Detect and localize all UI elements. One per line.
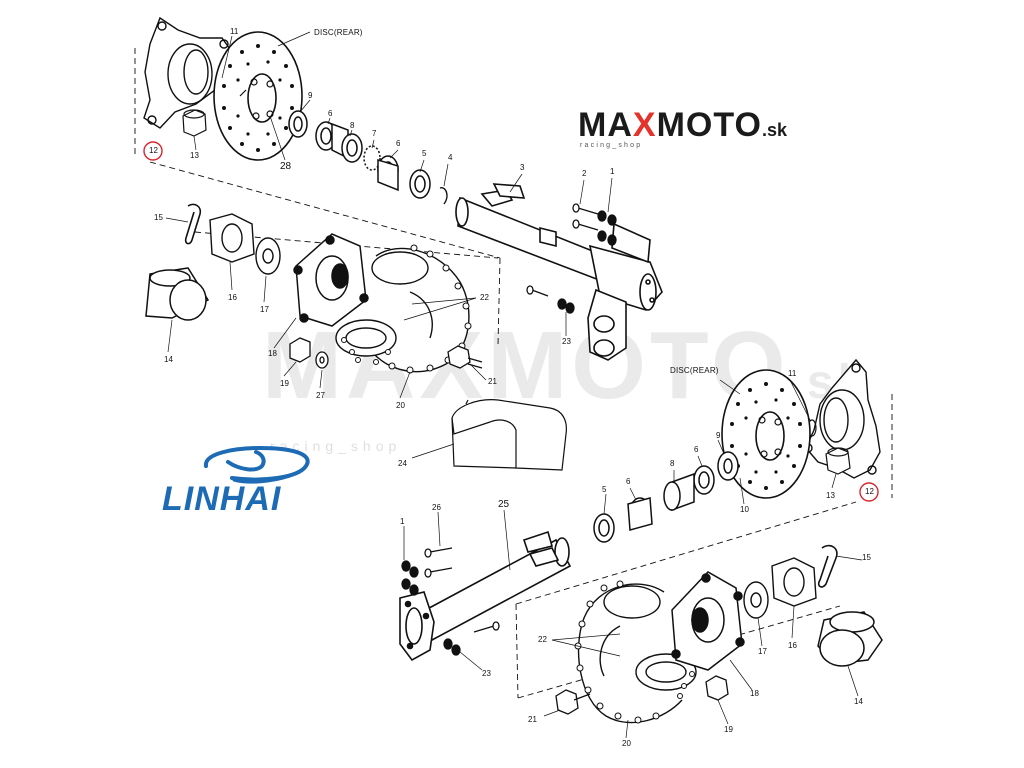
bottom-brake-disc xyxy=(721,369,811,499)
bottom-wheel-hub-18 xyxy=(671,571,745,671)
part-number-label: 22 xyxy=(538,635,547,644)
part-number-label: 11 xyxy=(788,369,797,378)
bottom-small-parts xyxy=(555,675,729,715)
part-number-label: 3 xyxy=(520,163,525,172)
top-disc-bolts xyxy=(239,78,274,120)
top-cotter-pin-15 xyxy=(184,203,202,245)
part-number-label: 13 xyxy=(190,151,199,160)
part-number-label: 6 xyxy=(626,477,631,486)
part-number-label: 20 xyxy=(396,401,405,410)
bottom-disc-bolts xyxy=(758,416,782,458)
part-number-label: 5 xyxy=(602,485,607,494)
part-number-label: 22 xyxy=(480,293,489,302)
disc-label-bottom: DISC(REAR) xyxy=(670,366,719,375)
part-number-label: 24 xyxy=(398,459,407,468)
part-number-label: 6 xyxy=(694,445,699,454)
top-cap-14 xyxy=(145,267,210,321)
part-number-label: 23 xyxy=(562,337,571,346)
part-number-label: 10 xyxy=(740,505,749,514)
top-brake-disc xyxy=(213,31,303,161)
top-axle-housing xyxy=(455,183,663,361)
top-castle-nut-16 xyxy=(209,213,255,263)
bottom-bearing-chain xyxy=(593,451,739,543)
bottom-disc-holes xyxy=(730,382,802,490)
bottom-axle xyxy=(399,530,572,662)
maxmoto-logo: MAXMOTO.sk racing_shop xyxy=(578,108,868,154)
part-number-label: 14 xyxy=(854,697,863,706)
bottom-nut-13 xyxy=(825,447,851,475)
part-number-label: 2 xyxy=(582,169,587,178)
part-number-label: 13 xyxy=(826,491,835,500)
part-number-label: 9 xyxy=(716,431,721,440)
part-number-label: 15 xyxy=(154,213,163,222)
part-number-label: 8 xyxy=(350,121,355,130)
part-number-label: 21 xyxy=(488,377,497,386)
top-tire-20 xyxy=(335,247,470,373)
top-hub-flange xyxy=(143,16,233,129)
bottom-bolts xyxy=(401,547,500,656)
part-number-label: 23 xyxy=(482,669,491,678)
bottom-cap-14 xyxy=(817,611,883,667)
part-number-label: 14 xyxy=(164,355,173,364)
disc-label-top: DISC(REAR) xyxy=(314,28,363,37)
leader-lines xyxy=(165,31,863,739)
part-number-label: 8 xyxy=(670,459,675,468)
highlight-circles xyxy=(143,141,879,502)
part-number-label: 17 xyxy=(758,647,767,656)
part-number-label: 5 xyxy=(422,149,427,158)
bottom-frame-lines xyxy=(515,394,893,699)
part-number-label: 28 xyxy=(280,161,292,172)
bottom-washer-17 xyxy=(743,581,769,619)
part-number-label: 19 xyxy=(280,379,289,388)
top-small-parts xyxy=(289,337,483,369)
part-number-label-highlighted: 12 xyxy=(149,146,158,155)
part-number-label: 16 xyxy=(228,293,237,302)
mudguard-24 xyxy=(451,399,567,471)
part-number-label: 20 xyxy=(622,739,631,748)
part-number-label: 25 xyxy=(498,499,510,510)
watermark-subtitle: racing_shop xyxy=(270,438,402,454)
part-number-label: 15 xyxy=(862,553,871,562)
part-number-label: 19 xyxy=(724,725,733,734)
part-number-label: 16 xyxy=(788,641,797,650)
part-number-label: 27 xyxy=(316,391,325,400)
bottom-castle-nut-16 xyxy=(771,557,817,607)
part-number-label: 11 xyxy=(230,27,239,36)
maxmoto-tagline: racing_shop xyxy=(580,142,643,149)
part-number-label: 4 xyxy=(448,153,453,162)
top-bearing-chain xyxy=(288,110,448,205)
top-wheel-hub-18 xyxy=(293,233,369,327)
part-number-label: 6 xyxy=(396,139,401,148)
part-number-label: 18 xyxy=(750,689,759,698)
part-number-label: 17 xyxy=(260,305,269,314)
bottom-tire-20 xyxy=(577,583,697,724)
top-bolts xyxy=(526,203,617,314)
part-number-label: 18 xyxy=(268,349,277,358)
top-disc-holes xyxy=(222,44,294,152)
bottom-hub-flange xyxy=(803,358,881,479)
part-number-label: 9 xyxy=(308,91,313,100)
maxmoto-logo-text: MAXMOTO.sk xyxy=(578,106,787,144)
top-washer-17 xyxy=(255,237,281,275)
bottom-cotter-pin-15 xyxy=(817,544,838,588)
linhai-swoosh xyxy=(204,445,310,484)
linhai-logo: LINHAI xyxy=(160,446,350,516)
part-number-label: 6 xyxy=(328,109,333,118)
part-number-label: 1 xyxy=(400,517,405,526)
part-number-label: 26 xyxy=(432,503,441,512)
part-number-label: 21 xyxy=(528,715,537,724)
top-nut-13 xyxy=(182,109,207,137)
part-number-label: 1 xyxy=(610,167,615,176)
part-number-label-highlighted: 12 xyxy=(865,487,874,496)
linhai-logo-text: LINHAI xyxy=(162,480,282,518)
part-number-label: 7 xyxy=(372,129,377,138)
